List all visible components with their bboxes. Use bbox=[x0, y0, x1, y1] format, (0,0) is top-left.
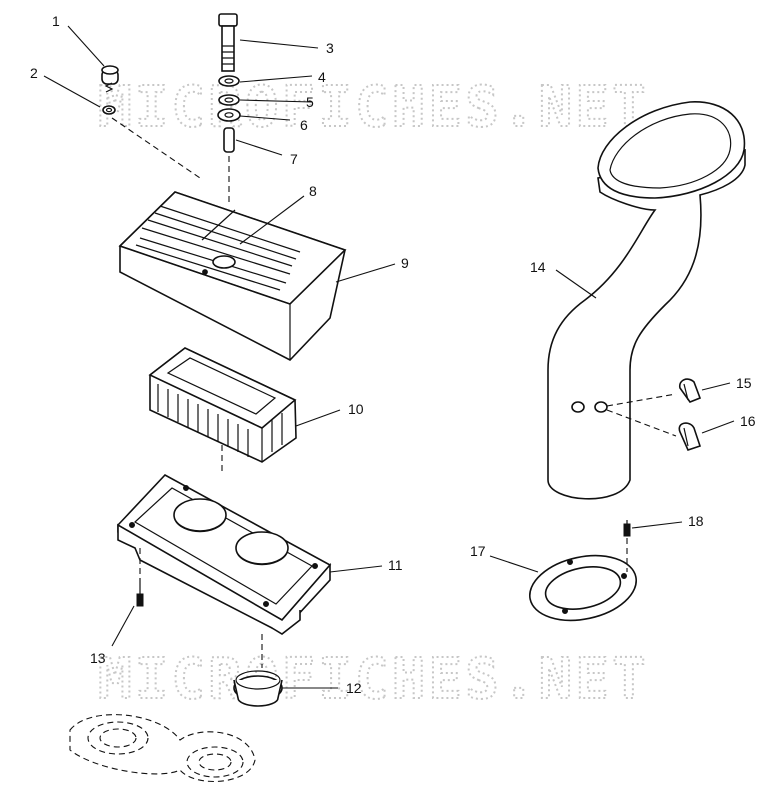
watermark-bottom: MICROFICHES.NET bbox=[98, 647, 649, 712]
part-screw-13 bbox=[136, 578, 144, 607]
part-spring bbox=[218, 75, 240, 87]
part-trim-ring bbox=[528, 554, 638, 622]
part-screw-18 bbox=[623, 520, 631, 537]
part-grommet bbox=[217, 108, 241, 122]
part-filter bbox=[148, 347, 297, 463]
part-washer-small bbox=[102, 82, 116, 115]
callout-15: 15 bbox=[736, 375, 752, 391]
callout-11: 11 bbox=[388, 557, 403, 573]
part-airbox-cover bbox=[118, 191, 347, 361]
part-clip-16 bbox=[678, 422, 702, 451]
centerline-clip-16 bbox=[606, 409, 677, 437]
callout-5: 5 bbox=[306, 94, 314, 110]
callout-18: 18 bbox=[688, 513, 704, 529]
callout-7: 7 bbox=[290, 151, 298, 167]
centerline-cap bbox=[111, 117, 201, 179]
part-spacer bbox=[223, 127, 235, 153]
part-phantom-gasket bbox=[69, 714, 256, 782]
callout-1: 1 bbox=[52, 13, 60, 29]
callout-17: 17 bbox=[470, 543, 486, 559]
part-intake-duct bbox=[547, 101, 746, 500]
callout-9: 9 bbox=[401, 255, 409, 271]
callout-14: 14 bbox=[530, 259, 546, 275]
centerline-clip-15 bbox=[606, 393, 677, 407]
callout-12: 12 bbox=[346, 680, 362, 696]
leader-lines bbox=[43, 25, 735, 689]
callout-6: 6 bbox=[300, 117, 308, 133]
watermark-top: MICROFICHES.NET bbox=[98, 75, 649, 140]
part-airbox-base bbox=[117, 474, 332, 635]
callout-3: 3 bbox=[326, 40, 334, 56]
callout-13: 13 bbox=[90, 650, 106, 666]
callout-8: 8 bbox=[309, 183, 317, 199]
callout-10: 10 bbox=[348, 401, 364, 417]
callout-4: 4 bbox=[318, 69, 326, 85]
callout-16: 16 bbox=[740, 413, 756, 429]
part-bolt bbox=[218, 13, 238, 72]
part-washer bbox=[218, 94, 240, 106]
part-boot bbox=[233, 670, 283, 707]
part-cap bbox=[101, 65, 119, 85]
callout-2: 2 bbox=[30, 65, 38, 81]
part-clip-15 bbox=[678, 378, 702, 403]
